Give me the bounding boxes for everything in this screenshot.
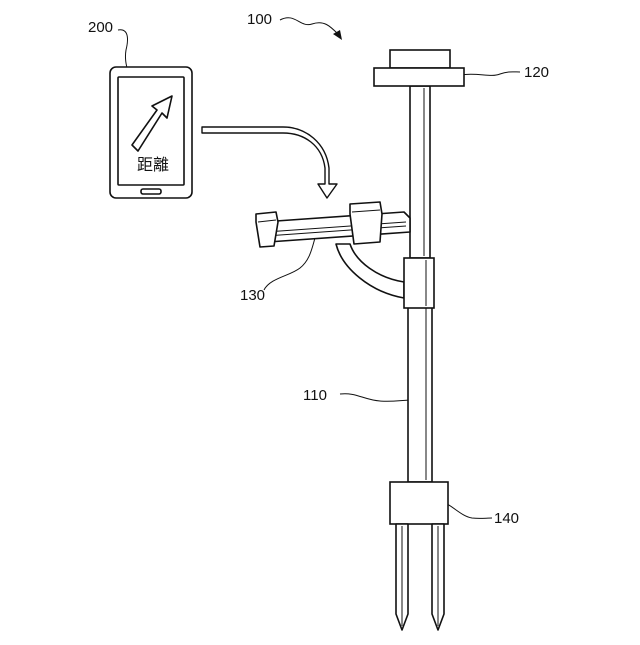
label-base-clamp: 140 [494, 510, 519, 527]
leader-system [280, 18, 338, 34]
pole-shaft-lower [408, 306, 432, 482]
label-pole: 110 [303, 387, 327, 404]
label-top-cap: 120 [524, 64, 549, 81]
top-cap [374, 50, 464, 86]
top-cap-upper [390, 50, 450, 68]
holder-left-jaw [256, 212, 278, 247]
label-device: 200 [88, 19, 113, 36]
device-screen-text: 距離 [137, 156, 169, 174]
transfer-arrow [202, 127, 337, 198]
holder-right-jaw [350, 202, 382, 244]
leader-system-arrowhead [333, 30, 342, 40]
holder-arm [336, 244, 404, 298]
device-home-button [141, 189, 161, 194]
holder-collar [404, 258, 434, 308]
transfer-arrow-shaft [202, 127, 337, 198]
ground-spikes [396, 524, 444, 630]
phone-holder [256, 202, 434, 308]
base-clamp [390, 482, 448, 524]
pole-shaft-upper [410, 86, 430, 258]
base-clamp-body [390, 482, 448, 524]
label-holder: 130 [240, 287, 265, 304]
leader-top-cap [460, 72, 520, 76]
top-cap-lower [374, 68, 464, 86]
mobile-device: 距離 [110, 67, 192, 198]
label-system: 100 [247, 11, 272, 28]
leader-pole [340, 394, 414, 402]
